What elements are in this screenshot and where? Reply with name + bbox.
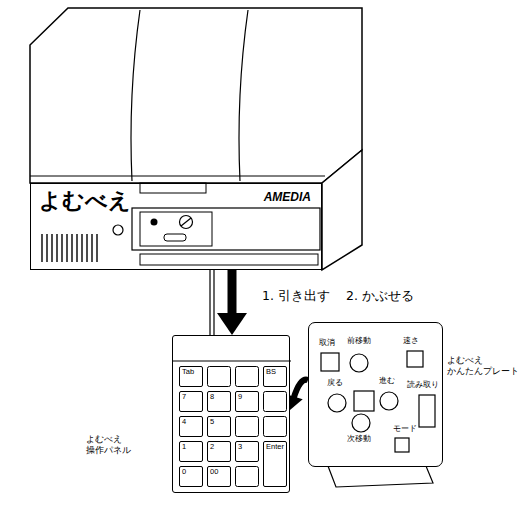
- device-side: [322, 150, 362, 270]
- lid-seam: [131, 10, 140, 181]
- button-label: 読み取り: [407, 381, 439, 390]
- square-button: [354, 391, 374, 411]
- button-label: 速さ: [403, 337, 419, 346]
- lid-edge: [30, 176, 325, 177]
- connector-port: [164, 234, 186, 241]
- button-label: モード: [393, 425, 417, 434]
- blank-key: [236, 467, 259, 487]
- arrow-head: [217, 313, 247, 335]
- maker-name: AMEDIA: [264, 191, 311, 205]
- step-label: 1. 引き出す: [262, 288, 330, 303]
- power-button: [113, 225, 123, 235]
- key-label: BS: [263, 366, 287, 387]
- part-name: よむべえ かんたんプレート: [447, 355, 521, 377]
- device-lid: [30, 8, 362, 183]
- key-label: 4: [179, 416, 203, 437]
- button-label: 取消: [319, 339, 335, 348]
- key-label: 1: [179, 441, 203, 462]
- button-label: 戻る: [327, 379, 343, 388]
- vent-slot: [91, 234, 92, 262]
- key-label: 7: [179, 391, 203, 412]
- step-label: 2. かぶせる: [346, 288, 414, 303]
- vent-slot: [96, 234, 97, 262]
- square-button: [395, 438, 409, 452]
- key-label: Tab: [179, 366, 203, 387]
- vent-slots: [42, 234, 97, 262]
- button-label: 次移動: [347, 435, 371, 444]
- tall-button: [419, 395, 435, 427]
- arrow-shaft: [293, 380, 308, 400]
- key-label: 5: [207, 416, 231, 437]
- vent-slot: [66, 234, 67, 262]
- key-label: 3: [235, 441, 259, 462]
- keypad-top-edge: [173, 360, 291, 361]
- vent-slot: [71, 234, 72, 262]
- key-label: 9: [235, 391, 259, 412]
- device-front-ground: [30, 183, 322, 270]
- round-button: [380, 392, 398, 410]
- vent-slot: [76, 234, 77, 262]
- brand-logo: よむべえ: [39, 188, 131, 213]
- vent-slot: [41, 234, 42, 262]
- button-label: 前移動: [347, 337, 371, 346]
- round-button: [352, 414, 370, 432]
- button-label: 進む: [379, 377, 395, 386]
- part-name: よむべえ 操作パネル: [86, 434, 142, 456]
- overlay-plate: 取消 前移動 速さ戻る 進む次移動 モード 読み取り: [308, 322, 443, 467]
- vent-slot: [86, 234, 87, 262]
- lid-seam: [239, 10, 248, 181]
- lid-tab: [140, 183, 206, 193]
- flow-arrow: [217, 270, 247, 335]
- key-label: 8: [207, 391, 231, 412]
- round-button: [350, 354, 368, 372]
- device-front: よむべえ AMEDIA: [30, 183, 322, 270]
- square-button: [321, 353, 339, 371]
- blank-key: [264, 392, 287, 412]
- blank-key: [264, 417, 287, 437]
- drive-bay: [132, 208, 320, 250]
- key-label: Enter: [263, 441, 287, 487]
- vent-slot: [56, 234, 57, 262]
- key-label: 2: [207, 441, 231, 462]
- key-label: 0: [179, 466, 203, 487]
- bottom-slot: [140, 254, 318, 265]
- vent-slot: [51, 234, 52, 262]
- operation-keypad: Tab BS 789 45123Enter 000: [172, 335, 290, 493]
- screw: [180, 216, 193, 229]
- plate-lip: [328, 466, 433, 487]
- square-button: [407, 351, 423, 367]
- blank-key: [208, 367, 231, 387]
- vent-slot: [81, 234, 82, 262]
- arrow-shaft: [228, 270, 237, 315]
- blank-key: [236, 367, 259, 387]
- vent-slot: [61, 234, 62, 262]
- cable-line: [210, 270, 214, 335]
- vent-slot: [46, 234, 47, 262]
- indicator: [151, 219, 158, 226]
- round-button: [328, 394, 346, 412]
- blank-key: [236, 417, 259, 437]
- port-panel: [140, 212, 212, 246]
- screw-slot: [181, 218, 191, 226]
- key-label: 00: [207, 466, 231, 487]
- cable: [210, 270, 214, 335]
